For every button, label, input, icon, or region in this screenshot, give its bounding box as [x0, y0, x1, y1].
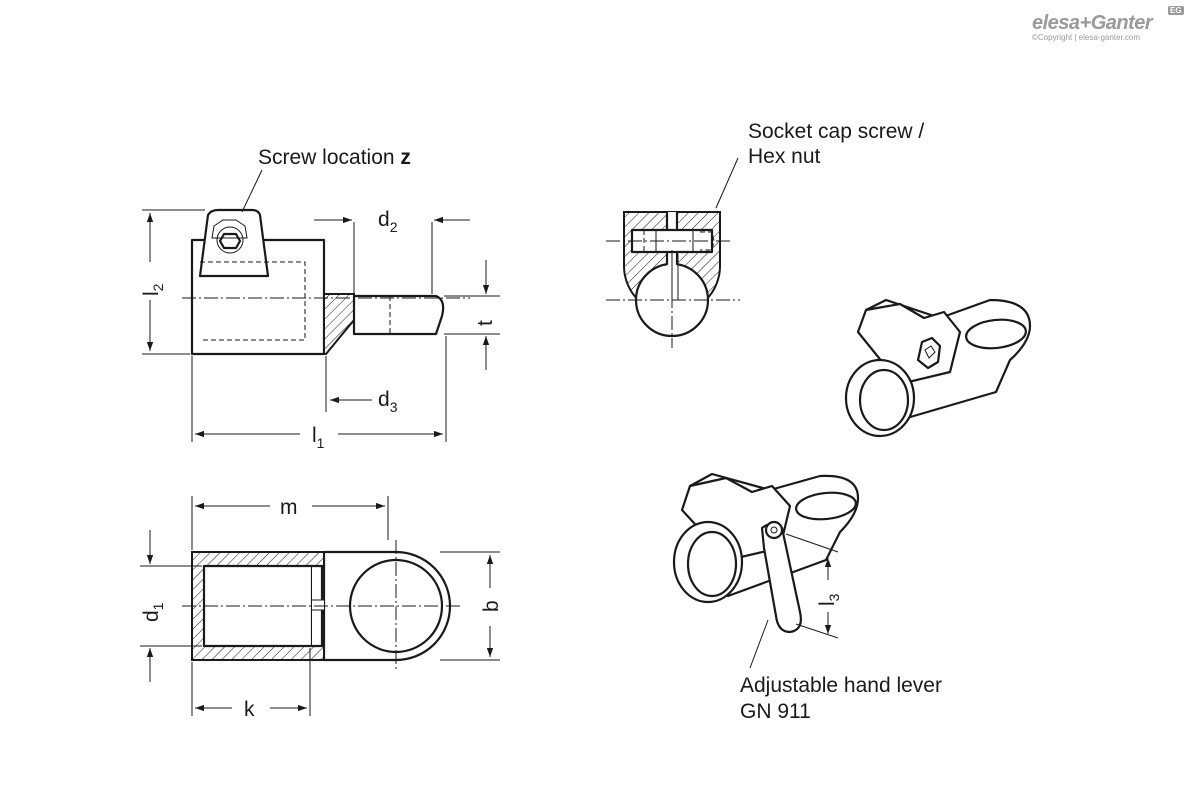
arm-section: [323, 293, 355, 355]
dim-d3: d3: [378, 388, 398, 415]
side-view: [142, 169, 500, 442]
dim-b: b: [480, 600, 503, 612]
dim-m: m: [280, 496, 298, 519]
front-section: [606, 157, 740, 348]
dim-l1: l1: [312, 424, 325, 451]
brand-copyright: ©Copyright | elesa-ganter.com: [1032, 33, 1141, 42]
dim-l3: l3: [816, 593, 842, 606]
hand-lever-label-line1: Adjustable hand lever: [740, 674, 942, 697]
hand-lever-label-line2: GN 911: [740, 700, 811, 723]
iso-view-clamp: [844, 298, 1032, 438]
brand-logo-text: elesa+Ganter: [1032, 12, 1153, 34]
screw-location-label: Screw location z: [258, 146, 411, 169]
dim-k: k: [244, 698, 255, 721]
socket-cap-label-line2: Hex nut: [748, 145, 821, 168]
brand-logo: elesa+Ganter ©Copyright | elesa-ganter.c…: [1032, 6, 1192, 42]
brand-badge: EG: [1168, 6, 1184, 15]
dim-t: t: [474, 320, 497, 326]
arm-bore-side: [352, 294, 445, 336]
dim-d1: d1: [140, 602, 166, 622]
iso-view-lever: [672, 472, 860, 669]
top-view: [140, 496, 500, 716]
screw-boss: [198, 208, 270, 278]
socket-cap-label-line1: Socket cap screw /: [748, 120, 924, 143]
dim-d2: d2: [378, 208, 398, 235]
dim-l2: l2: [140, 283, 166, 296]
